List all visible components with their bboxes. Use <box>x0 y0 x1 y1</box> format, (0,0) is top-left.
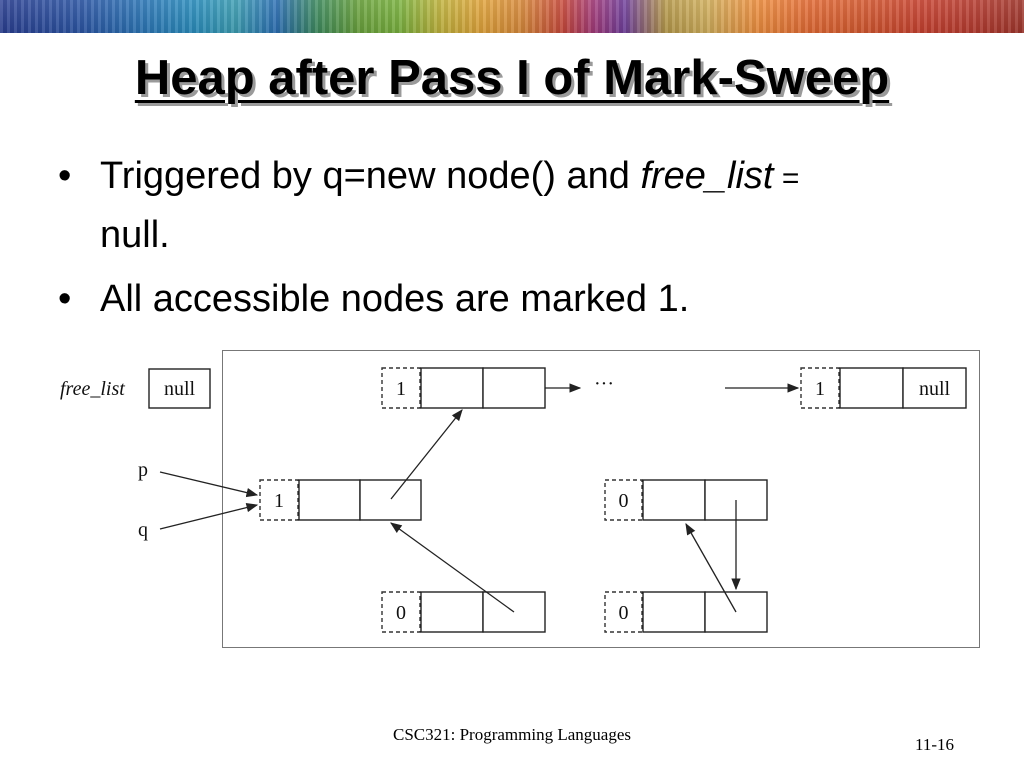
bullet-list: • Triggered by q=new node() and free_lis… <box>58 148 978 335</box>
mark-value: 0 <box>619 490 629 512</box>
mid-left-to-top-left-arrow <box>390 409 463 500</box>
bullet-symbol: • <box>58 278 72 320</box>
bottom-left-to-mid-left-arrow <box>390 522 515 613</box>
mark-bit <box>604 591 643 633</box>
node-cell <box>359 479 422 521</box>
slide-title: Heap after Pass I of Mark-Sweep <box>134 51 890 105</box>
node-cell <box>420 367 484 409</box>
bullet-symbol: • <box>58 155 72 197</box>
bullet-text: Triggered by q=new node() and <box>100 155 641 197</box>
heap-node-top-right: 1 null <box>800 367 967 409</box>
node-cell <box>642 591 706 633</box>
mark-bit <box>800 367 840 409</box>
mark-bit <box>604 479 643 521</box>
p-label: p <box>138 459 148 481</box>
bullet-equals: = <box>773 162 800 195</box>
bottom-right-to-mid-right-arrow <box>685 522 737 613</box>
bullet-italic-term: free_list <box>640 155 774 197</box>
node-cell <box>642 479 706 521</box>
free-list-value: null <box>164 378 196 400</box>
node-cell <box>902 367 967 409</box>
heap-node-top-left: 1 <box>381 367 546 409</box>
p-pointer-arrow <box>159 471 259 498</box>
heap-node-mid-left: 1 <box>259 479 422 521</box>
heap-node-mid-right: 0 <box>604 479 768 521</box>
node-cell <box>482 591 546 633</box>
footer-page-number: 11-16 <box>915 735 955 754</box>
heap-diagram-frame <box>222 350 980 648</box>
node-cell <box>298 479 361 521</box>
mark-bit <box>259 479 299 521</box>
mark-value: 0 <box>619 602 629 624</box>
free-list-label: free_list <box>60 378 125 400</box>
q-pointer-arrow <box>159 502 259 530</box>
bullet-item-marked: • All accessible nodes are marked 1. <box>58 271 978 327</box>
bullet-item-trigger: • Triggered by q=new node() and free_lis… <box>58 148 978 263</box>
node-cell <box>482 367 546 409</box>
mark-value: 1 <box>396 378 406 400</box>
bullet-text: All accessible nodes are marked 1. <box>100 278 690 320</box>
node-cell <box>420 591 484 633</box>
node-cell <box>839 367 904 409</box>
mark-bit <box>381 367 421 409</box>
null-value: null <box>919 378 951 400</box>
heap-node-bottom-left: 0 <box>381 591 546 633</box>
mark-value: 0 <box>396 602 406 624</box>
ellipsis: ··· <box>594 373 614 395</box>
mark-value: 1 <box>274 490 284 512</box>
footer-course: CSC321: Programming Languages <box>393 725 631 744</box>
mark-value: 1 <box>815 378 825 400</box>
free-list-box <box>148 368 211 409</box>
q-label: q <box>138 519 148 541</box>
heap-node-bottom-right: 0 <box>604 591 768 633</box>
bullet-text-continued: null. <box>100 214 170 256</box>
mark-bit <box>381 591 421 633</box>
decorative-color-band <box>0 0 1024 33</box>
